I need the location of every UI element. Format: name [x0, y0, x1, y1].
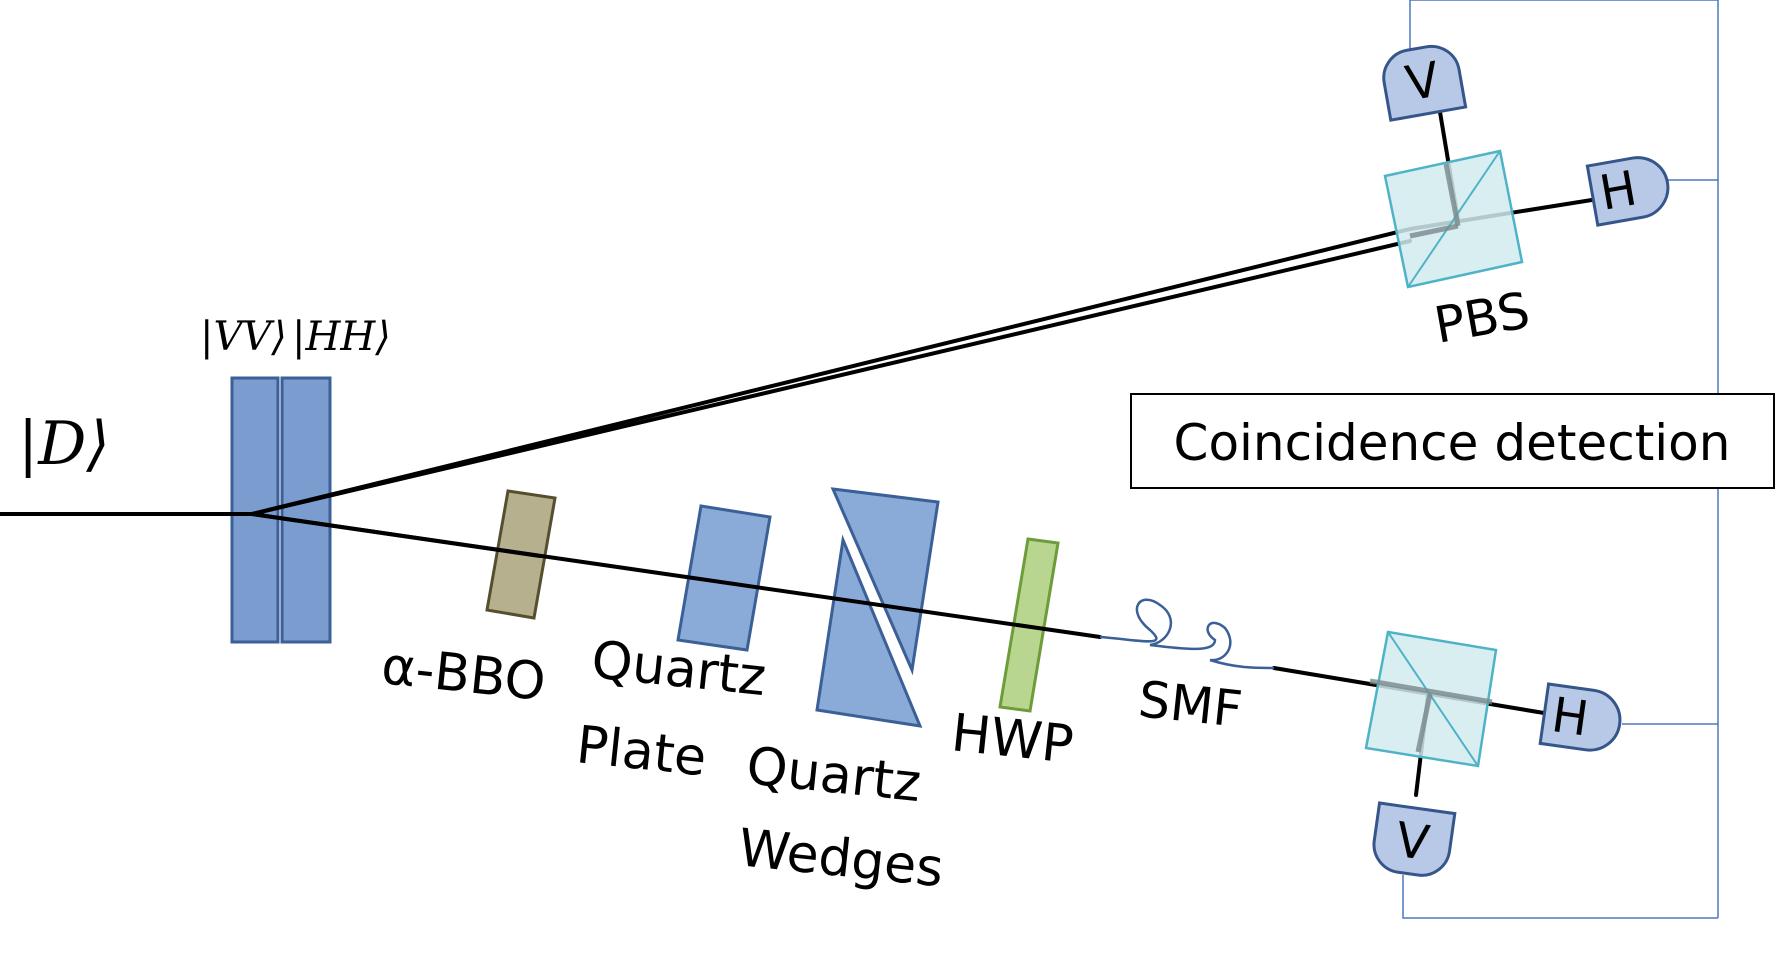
pbs-lower: [1364, 630, 1498, 768]
detector-lower-h-label: H: [1548, 687, 1592, 747]
detector-upper-h: H: [1585, 156, 1670, 227]
alpha-bbo-label: α-BBO: [379, 636, 549, 713]
upper-beam-b: [250, 239, 1412, 516]
smf-label: SMF: [1136, 670, 1245, 739]
coincidence-wiring: [1402, 0, 1719, 919]
quartz-plate: [676, 504, 772, 652]
detector-lower-v: V: [1372, 801, 1457, 877]
wire-upper-v: [1409, 0, 1719, 181]
hwp-label: HWP: [949, 703, 1076, 775]
coincidence-label: Coincidence detection: [1174, 414, 1731, 472]
pbs-upper: [1383, 149, 1524, 289]
crystal-hh: [280, 376, 332, 644]
quartz-plate-label-2: Plate: [574, 715, 710, 788]
wire-lower-v: [1402, 875, 1718, 919]
crystal-vv-state: |VV⟩: [200, 314, 287, 360]
quartz-wedge-lower: [815, 534, 923, 728]
single-mode-fiber: [1099, 598, 1275, 670]
pbs-label: PBS: [1430, 281, 1534, 355]
lower-beam-b: [250, 512, 542, 558]
detector-upper-v: V: [1382, 44, 1468, 122]
quartz-wedge-upper: [830, 487, 940, 676]
coincidence-box: [1130, 393, 1775, 489]
input-state-label: |D⟩: [18, 409, 110, 479]
detector-lower-v-label: V: [1392, 812, 1432, 872]
quartz-wedges-label-2: Wedges: [736, 818, 947, 899]
quartz-wedges-label-1: Quartz: [744, 736, 924, 814]
pbs-upper-diagonal: [1407, 150, 1501, 288]
detector-lower-h: H: [1538, 682, 1622, 752]
pbs-lower-diagonal: [1387, 631, 1479, 767]
crystal-hh-state: |HH⟩: [292, 314, 391, 360]
